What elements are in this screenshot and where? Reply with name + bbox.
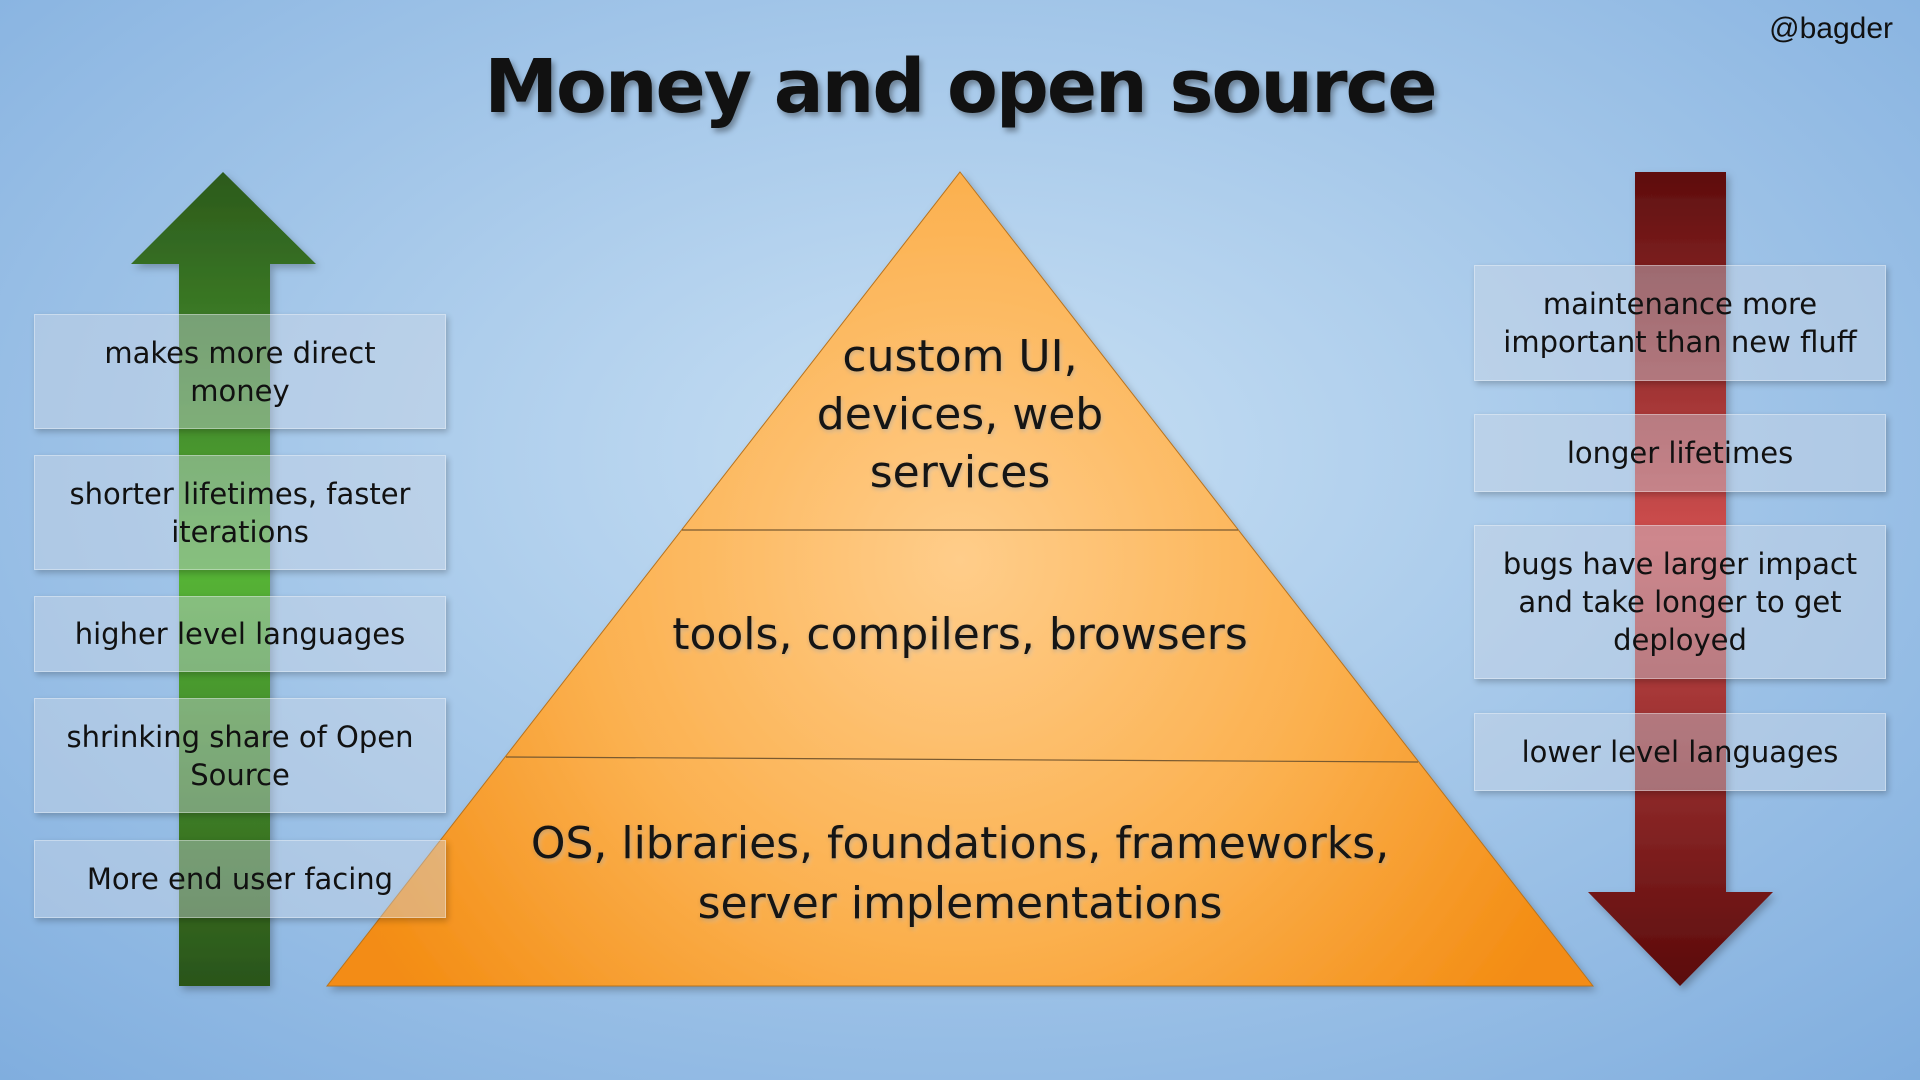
left-label-box: higher level languages — [34, 596, 446, 672]
right-label-text: longer lifetimes — [1566, 436, 1794, 470]
pyramid-tier-middle: tools, compilers, browsers — [560, 606, 1360, 664]
pyramid-tier-top-line: services — [869, 447, 1051, 498]
left-label-box: shorter lifetimes, faster iterations — [34, 455, 446, 570]
left-label-text: higher level languages — [74, 617, 406, 651]
pyramid-tier-top-line: devices, web — [816, 389, 1104, 440]
pyramid-tier-bottom-line: server implementations — [697, 878, 1223, 929]
pyramid-tier-top: custom UI, devices, web services — [760, 328, 1160, 502]
author-handle: @bagder — [1769, 12, 1893, 45]
right-label-text: maintenance more important than new fluf… — [1503, 287, 1857, 359]
pyramid-tier-middle-line: tools, compilers, browsers — [672, 609, 1248, 660]
left-label-text: shrinking share of Open Source — [66, 719, 414, 792]
pyramid-divider-lower — [505, 756, 1419, 763]
left-label-box: shrinking share of Open Source — [34, 698, 446, 813]
left-label-box: More end user facing — [34, 840, 446, 918]
left-label-box: makes more direct money — [34, 314, 446, 429]
pyramid-tier-bottom: OS, libraries, foundations, frameworks, … — [440, 814, 1480, 934]
left-label-text: More end user facing — [86, 862, 394, 896]
slide-title: Money and open source — [484, 44, 1437, 130]
right-label-box: bugs have larger impact and take longer … — [1474, 525, 1886, 679]
down-arrow-icon — [1588, 172, 1773, 986]
right-label-text: bugs have larger impact and take longer … — [1502, 547, 1858, 657]
left-label-text: shorter lifetimes, faster iterations — [69, 476, 411, 549]
pyramid-tier-top-line: custom UI, — [842, 331, 1078, 382]
left-label-text: makes more direct money — [104, 335, 376, 408]
pyramid — [325, 171, 1595, 987]
pyramid-tier-bottom-line: OS, libraries, foundations, frameworks, — [530, 818, 1390, 869]
right-label-box: lower level languages — [1474, 713, 1886, 791]
right-label-text: lower level languages — [1521, 735, 1839, 769]
right-label-box: maintenance more important than new fluf… — [1474, 265, 1886, 381]
up-arrow-icon — [131, 172, 316, 986]
right-label-box: longer lifetimes — [1474, 414, 1886, 492]
